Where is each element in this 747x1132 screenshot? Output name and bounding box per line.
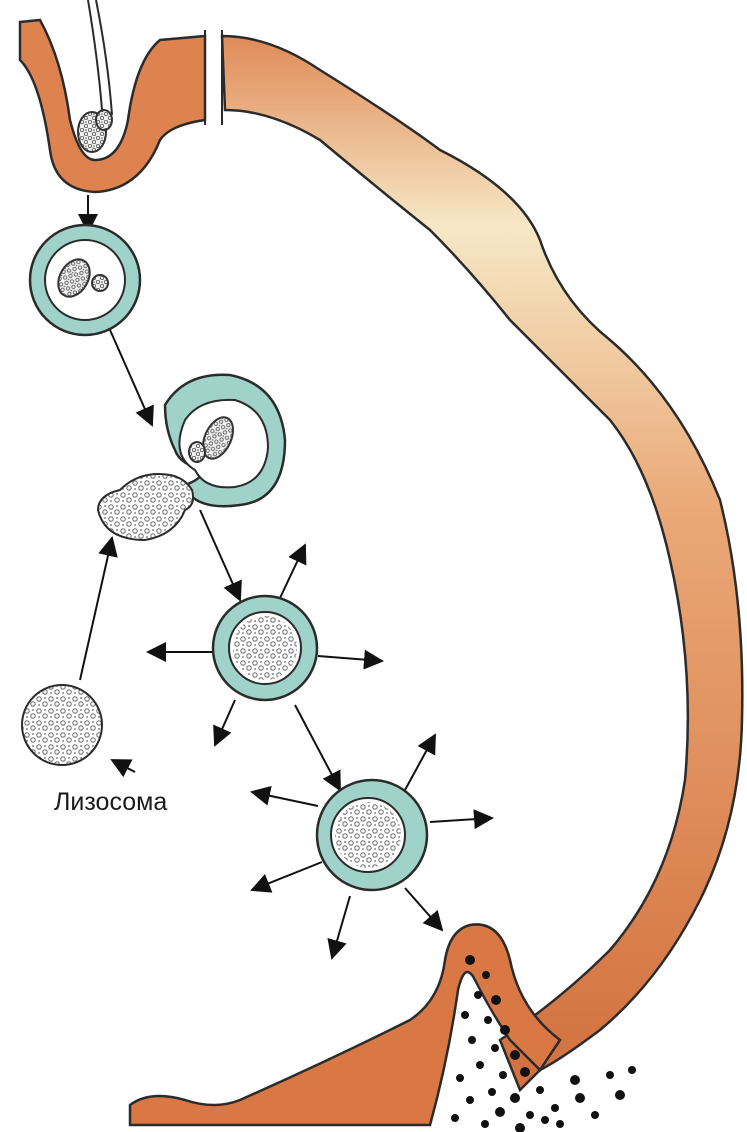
secretion-dot	[541, 1116, 549, 1124]
secretion-dot	[570, 1075, 580, 1085]
cell-membrane	[20, 20, 742, 1125]
phagosome	[30, 225, 140, 335]
secretion-dot	[510, 1093, 520, 1103]
secretion-dot	[451, 1114, 459, 1122]
secretion-dot	[461, 1011, 469, 1019]
secretion-dot	[520, 1067, 530, 1077]
secretion-dot	[575, 1093, 585, 1103]
secretion-dot	[482, 971, 490, 979]
arrow-fusion-to-phagolysosome	[200, 510, 240, 600]
secretion-dot	[556, 1120, 564, 1128]
secretion-dot	[476, 1061, 484, 1069]
secretion-dot	[491, 1044, 499, 1052]
pathway-arrows	[80, 195, 492, 958]
secretion-dot	[495, 1107, 505, 1117]
arrow-lysosome-to-fusion	[80, 538, 112, 680]
secretion-dot	[536, 1086, 544, 1094]
secretion-dot	[526, 1111, 534, 1119]
membrane-bottom-segment	[130, 924, 560, 1125]
secretion-dot	[591, 1111, 599, 1119]
lysosome-label: Лизосома	[54, 788, 167, 817]
fusion-vesicle	[98, 375, 285, 540]
arrow-to-exocytosis	[405, 888, 442, 930]
secretion-dot	[628, 1066, 636, 1074]
ingested-particle	[78, 0, 112, 152]
arrow-into-lysosome	[112, 760, 135, 772]
membrane-left-segment	[20, 20, 205, 192]
arrow-to-second-phagolysosome	[295, 705, 340, 790]
secretion-dot	[500, 1025, 510, 1035]
phagolysosome-2	[317, 780, 427, 890]
lysosome	[22, 685, 102, 765]
secretion-dot	[468, 1036, 476, 1044]
secretion-dot	[615, 1090, 625, 1100]
secretion-dot	[551, 1104, 559, 1112]
secretion-dot	[499, 1071, 507, 1079]
secretion-dot	[491, 995, 501, 1005]
secretion-dot	[606, 1071, 614, 1079]
secretion-dot	[484, 1016, 492, 1024]
secretion-dot	[456, 1074, 464, 1082]
secretion-dot	[465, 955, 475, 965]
phagolysosome-1	[213, 596, 317, 700]
secretion-dot	[481, 1120, 489, 1128]
secretion-dot	[474, 991, 482, 999]
arrow-vesicle-to-fusion	[110, 330, 152, 425]
secretion-dot	[488, 1088, 496, 1096]
secretion-dot	[466, 1096, 474, 1104]
secretion-dot	[510, 1050, 520, 1060]
secretion-dot	[515, 1123, 525, 1132]
